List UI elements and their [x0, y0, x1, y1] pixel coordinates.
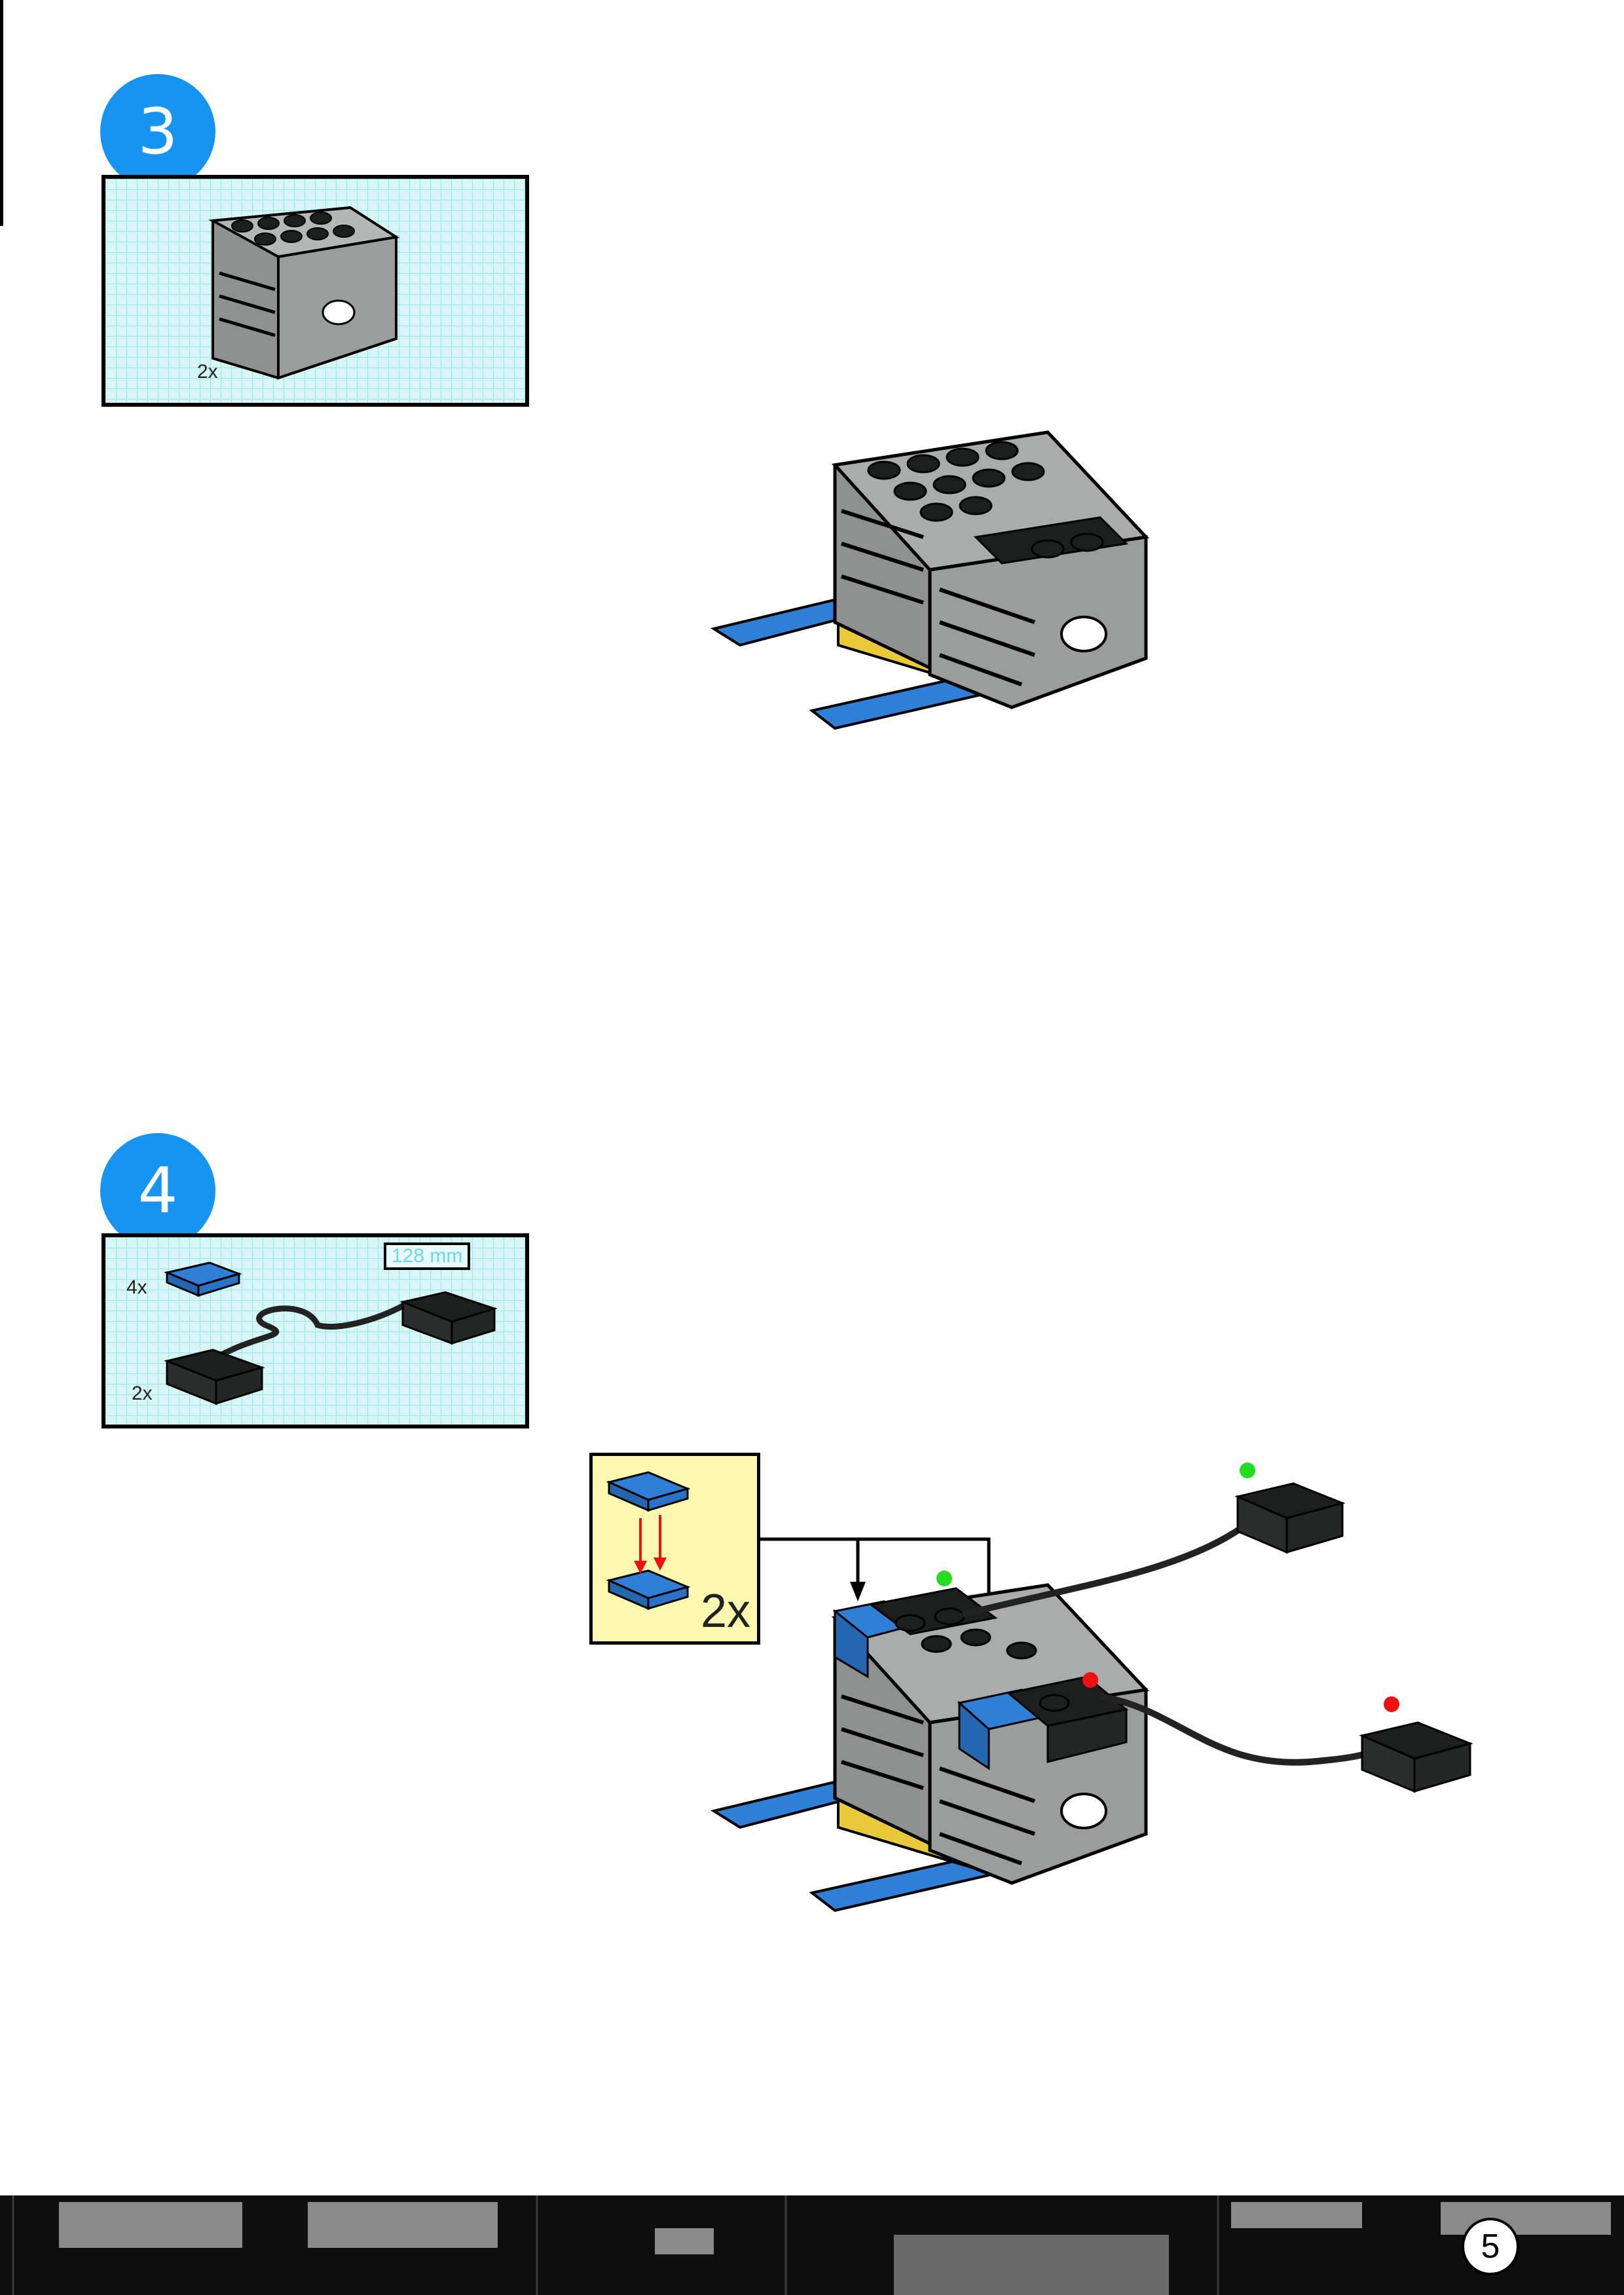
cable-quantity-label: 2x [132, 1383, 153, 1404]
step-3-parts-box: 2x [101, 175, 529, 407]
green-marker-icon [936, 1571, 952, 1586]
step-4-number: 4 [138, 1154, 178, 1227]
blue-plate-quantity-label: 4x [126, 1277, 147, 1298]
callout-quantity-label: 2x [701, 1585, 751, 1637]
page-number: 5 [1462, 2218, 1519, 2275]
red-marker-icon [1384, 1696, 1399, 1712]
gray-motor-block-icon [208, 206, 400, 380]
plate-stack-icon [606, 1471, 691, 1611]
footer-pattern-bar: 5 [0, 2195, 1624, 2295]
page-number-text: 5 [1481, 2228, 1500, 2266]
step-3-badge: 3 [100, 74, 215, 189]
step-3-quantity-label: 2x [197, 361, 218, 382]
step-3-number: 3 [138, 95, 178, 168]
cable-icon [198, 1299, 411, 1370]
step-4-badge: 4 [100, 1133, 215, 1248]
footer-pattern [12, 2195, 1611, 2295]
step-4-parts-box: 128 mm 4x 2x [101, 1233, 529, 1428]
margin-mark [0, 0, 3, 226]
step-4-parts-icons [164, 1261, 498, 1406]
cable-length-label: 128 mm [384, 1242, 471, 1270]
green-marker-icon [1240, 1463, 1255, 1478]
step-4-callout-box: 2x [589, 1453, 760, 1645]
red-marker-icon [1082, 1672, 1098, 1688]
